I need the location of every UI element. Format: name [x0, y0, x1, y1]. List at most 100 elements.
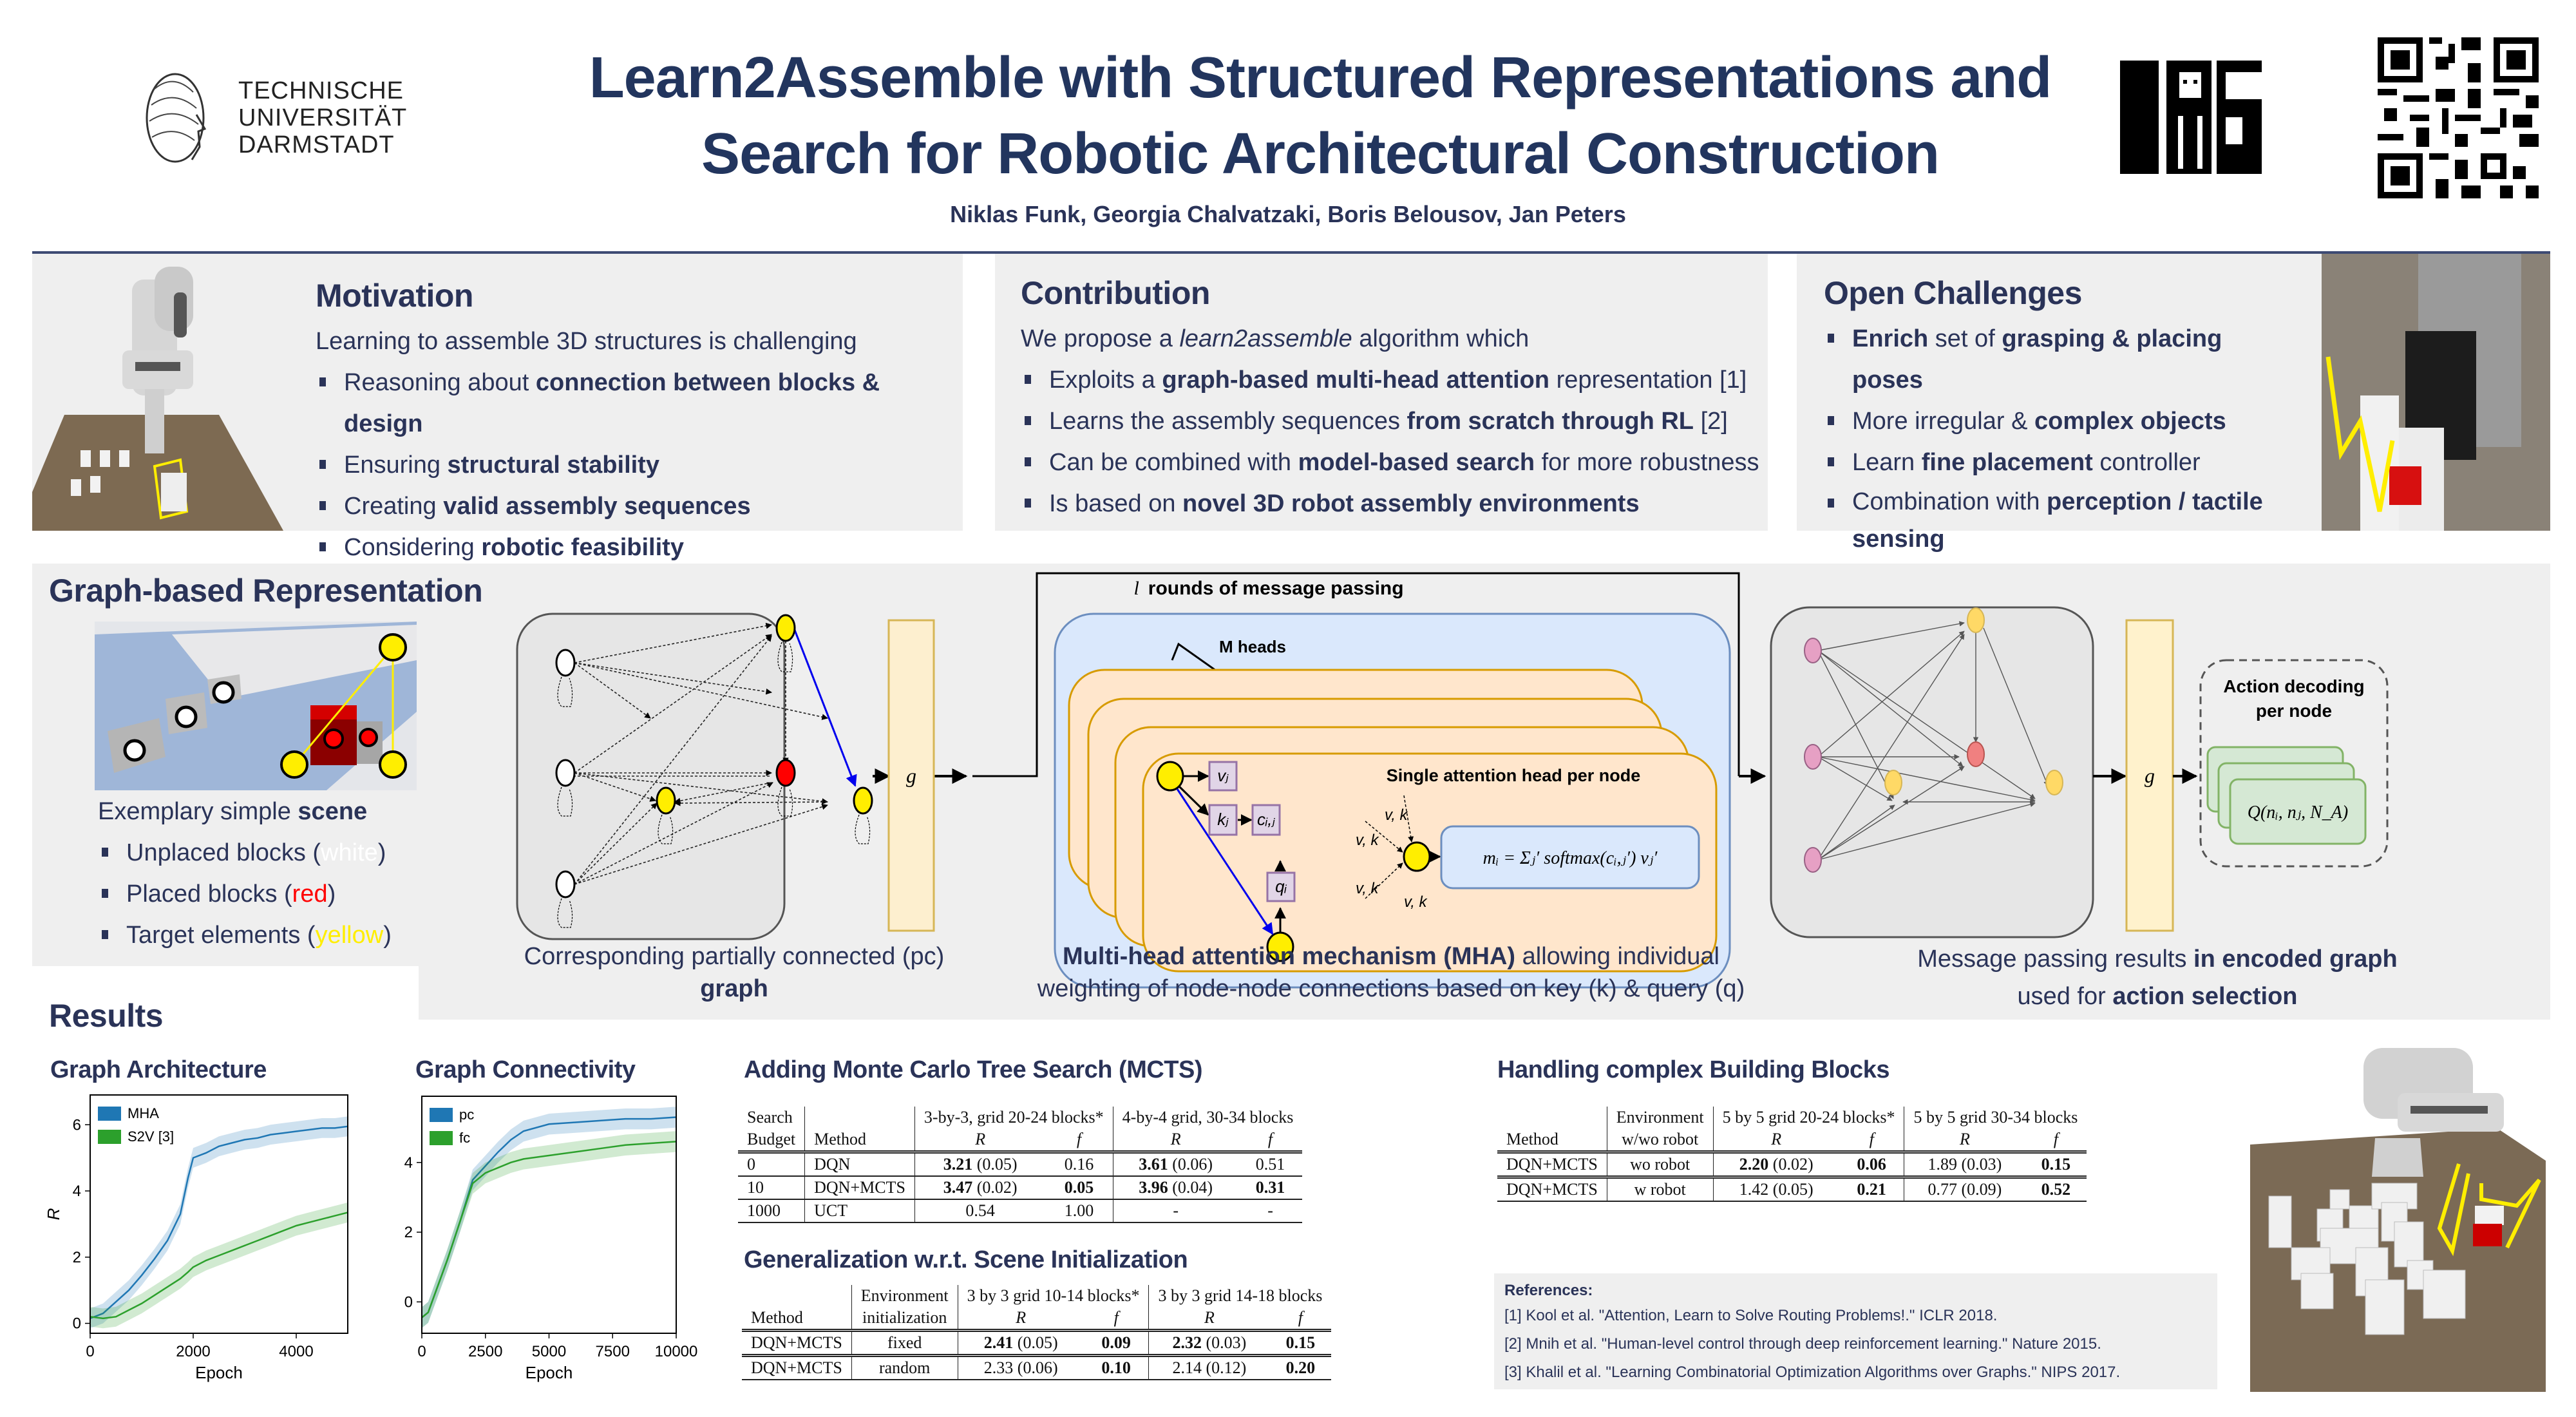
encoded-graph-caption: Message passing results in encoded graph…: [1917, 946, 2398, 1010]
motivation-title: Motivation: [316, 278, 473, 314]
mcts-title: Adding Monte Carlo Tree Search (MCTS): [744, 1056, 1203, 1083]
x-tick-label: 5000: [532, 1343, 566, 1360]
motivation-intro: Learning to assemble 3D structures is ch…: [316, 328, 857, 355]
node-placed: [775, 759, 796, 787]
svg-text:g: g: [2145, 764, 2155, 787]
motivation-item: Considering robotic feasibility: [316, 527, 963, 568]
contribution-panel: Contribution We propose a learn2assemble…: [995, 254, 1768, 531]
series-band-0: [422, 1107, 676, 1328]
contribution-item: Is based on novel 3D robot assembly envi…: [1021, 483, 1759, 524]
qr-code[interactable]: [2378, 37, 2539, 198]
results-notch: [32, 966, 419, 1024]
references-title: References:: [1504, 1282, 1593, 1299]
scene-caption: Exemplary simple scene: [98, 798, 368, 825]
contribution-intro: We propose a learn2assemble algorithm wh…: [1021, 325, 1530, 352]
athena-head-icon: [146, 73, 207, 163]
x-tick-label: 2000: [176, 1343, 210, 1360]
robot-arm-image: [32, 267, 283, 531]
challenges-title: Open Challenges: [1824, 275, 2082, 311]
x-tick-label: 10000: [655, 1343, 698, 1360]
x-tick-label: 0: [86, 1343, 94, 1360]
svg-text:v, k: v, k: [1356, 880, 1380, 897]
node-unplaced: [555, 759, 576, 787]
conn-chart-title: Graph Connectivity: [415, 1056, 636, 1083]
real-robot-photo: [2322, 254, 2550, 531]
gen-title: Generalization w.r.t. Scene Initializati…: [744, 1246, 1188, 1273]
contribution-item: Exploits a graph-based multi-head attent…: [1021, 359, 1759, 401]
uni-line-1: TECHNISCHE: [238, 77, 404, 104]
svg-text:v, k: v, k: [1404, 893, 1428, 911]
c-box: cᵢ,ⱼ: [1257, 810, 1275, 829]
legend-swatch: [430, 1131, 453, 1145]
node-target: [656, 786, 676, 815]
challenge-item: Learn fine placement controller: [1824, 442, 2287, 483]
v-box: vⱼ: [1217, 766, 1229, 785]
series-line-s2v-3-: [90, 1212, 348, 1320]
x-tick-label: 7500: [596, 1343, 630, 1360]
graph-section-title: Graph-based Representation: [49, 573, 483, 609]
formula-box: [1440, 825, 1700, 889]
legend-swatch: [98, 1107, 121, 1121]
q-value-box: [2229, 778, 2367, 845]
y-tick-label: 0: [404, 1293, 413, 1311]
g-layer-1: [887, 619, 935, 932]
header-divider: [32, 251, 2550, 254]
complex-table: Environment 5 by 5 grid 20-24 blocks* 5 …: [1497, 1107, 2087, 1202]
series-line-mha: [90, 1125, 348, 1320]
motivation-item: Ensuring structural stability: [316, 444, 963, 486]
legend-label: fc: [459, 1130, 470, 1146]
y-tick-label: 4: [404, 1154, 413, 1172]
svg-text:v, k: v, k: [1385, 806, 1409, 824]
arch-chart-title: Graph Architecture: [50, 1056, 267, 1083]
legend-label: pc: [459, 1107, 474, 1123]
pc-graph-nodes: [555, 614, 873, 899]
encoded-graph-box: [1770, 606, 2094, 938]
contribution-item: Can be combined with model-based search …: [1021, 442, 1759, 483]
y-tick-label: 2: [404, 1224, 413, 1241]
references-box: References: [1] Kool et al. "Attention, …: [1494, 1273, 2217, 1389]
title-line-1: Learn2Assemble with Structured Represent…: [589, 46, 2052, 110]
simulation-image: [2250, 1048, 2546, 1392]
poster-title: Learn2Assemble with Structured Represent…: [451, 40, 2190, 192]
scene-legend: Unplaced blocks (white) Placed blocks (r…: [98, 832, 392, 956]
tu-darmstadt-logo: TECHNISCHE UNIVERSITÄT DARMSTADT: [135, 70, 406, 166]
x-tick-label: 2500: [468, 1343, 502, 1360]
contribution-title: Contribution: [1021, 275, 1210, 311]
series-band-0: [90, 1116, 348, 1329]
series-band-1: [422, 1131, 676, 1328]
scene-image: [95, 622, 417, 790]
y-tick-label: 4: [73, 1183, 81, 1200]
q-box: qᵢ: [1275, 877, 1287, 896]
node-target: [853, 786, 873, 815]
reference-2: [2] Mnih et al. "Human-level control thr…: [1504, 1335, 2101, 1353]
svg-text:Action decoding: Action decoding: [2223, 676, 2364, 696]
challenges-list: Enrich set of grasping & placing poses M…: [1824, 318, 2287, 558]
y-tick-label: 0: [73, 1315, 81, 1333]
action-decoding-box: [2199, 659, 2389, 868]
motivation-panel: Motivation Learning to assemble 3D struc…: [32, 254, 963, 561]
authors: Niklas Funk, Georgia Chalvatzaki, Boris …: [950, 201, 1626, 227]
reference-1: [1] Kool et al. "Attention, Learn to Sol…: [1504, 1307, 1998, 1324]
svg-text:per node: per node: [2256, 701, 2332, 721]
x-axis-label: Epoch: [195, 1363, 243, 1382]
node-target: [775, 614, 796, 642]
node-unplaced: [555, 649, 576, 677]
svg-text:v, k: v, k: [1356, 832, 1380, 849]
x-axis-label: Epoch: [526, 1363, 573, 1382]
ias-logo: [2120, 61, 2263, 174]
legend-unplaced: Unplaced blocks (white): [98, 832, 392, 873]
legend-placed: Placed blocks (red): [98, 873, 392, 915]
series-line-fc: [421, 1141, 677, 1318]
legend-label: S2V [3]: [128, 1128, 174, 1145]
x-tick-label: 4000: [279, 1343, 313, 1360]
complex-title: Handling complex Building Blocks: [1497, 1056, 1889, 1083]
y-tick-label: 6: [73, 1116, 81, 1134]
